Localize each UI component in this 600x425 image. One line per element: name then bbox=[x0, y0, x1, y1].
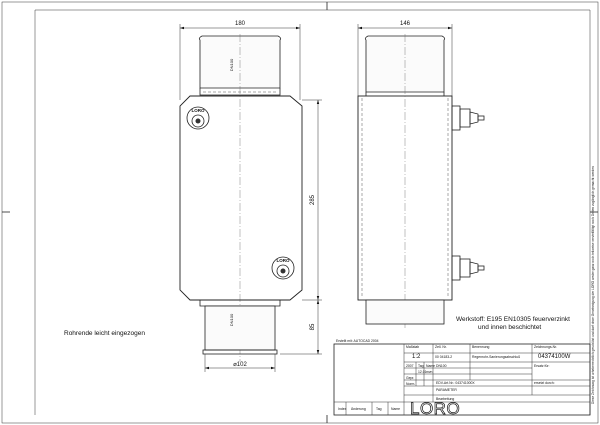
bottom-spigot-label: DN100 bbox=[229, 313, 234, 326]
aenderung-label: Änderung bbox=[351, 407, 366, 411]
zeichnung-value: 04374100W bbox=[538, 354, 571, 360]
dim-width-front: 180 bbox=[235, 21, 246, 27]
row-year: 2007 bbox=[406, 364, 414, 368]
row-gepr: Gepr. bbox=[406, 376, 414, 380]
zeichnr-value: 00 04183-2 bbox=[435, 355, 452, 359]
benennung-label: Benennung bbox=[472, 345, 489, 349]
index-label: Index bbox=[338, 407, 347, 411]
dim-height-body: 285 bbox=[310, 194, 316, 205]
note-material-1: Werkstoff: E195 EN10305 feuerverzinkt bbox=[456, 316, 570, 323]
zeichnr-label: Zell. Nr. bbox=[435, 345, 447, 349]
dn-value: DN100 bbox=[436, 364, 447, 368]
created-with: Erstellt mit: AUTOCAD 2004 bbox=[336, 339, 379, 343]
artnr-line: EDV-Art.Nr.: 043741000X bbox=[436, 381, 475, 385]
front-body bbox=[179, 95, 303, 301]
copyright-note: Diese Zeichnung ist urheberrechtlich ges… bbox=[591, 166, 595, 404]
name-label: Name bbox=[391, 407, 400, 411]
ersatz-label: Ersatz für: bbox=[534, 364, 550, 368]
bottom-spigot bbox=[204, 305, 276, 351]
note-material-2: und innen beschichtet bbox=[478, 324, 541, 331]
row-date: 12.01 bbox=[418, 370, 427, 374]
side-bottom-spigot bbox=[365, 299, 445, 325]
tag-label: Tag bbox=[376, 407, 382, 411]
note-pipe-end: Rohrende leicht eingezogen bbox=[64, 330, 145, 337]
ersatz-value: ersetzt durch: bbox=[534, 381, 555, 385]
row-name: Name bbox=[426, 364, 435, 368]
title-block: Erstellt mit: AUTOCAD 2004 Index Änderun… bbox=[333, 339, 591, 418]
massstab-label: Maßstab bbox=[406, 345, 419, 349]
dim-diameter-bottom: ⌀102 bbox=[233, 362, 247, 368]
row-name-value: mvn bbox=[426, 370, 433, 374]
bearbeitung: Bearbeitung bbox=[436, 397, 454, 401]
benennung-value: Regenrohr-Sanierungsabschluß bbox=[472, 355, 520, 359]
logo-badge-top bbox=[186, 106, 210, 130]
row-tag: Tag bbox=[418, 364, 424, 368]
logo-badge-bottom-text: LORO bbox=[277, 258, 290, 263]
side-knob-bottom bbox=[451, 255, 485, 281]
side-knob-top bbox=[451, 105, 485, 131]
title-block-logo: LORO bbox=[410, 399, 460, 418]
row-norm: Norm. bbox=[406, 382, 415, 386]
dim-height-spigot: 85 bbox=[310, 323, 316, 330]
front-view: 180 DN100 LORO LORO 285 DN100 bbox=[179, 21, 322, 372]
logo-badge-top-text: LORO bbox=[192, 108, 205, 113]
dim-width-side: 146 bbox=[400, 21, 411, 27]
logo-badge-bottom bbox=[271, 256, 295, 280]
zeichnung-label: Zeichnungs-Nr. bbox=[534, 345, 557, 349]
top-spigot-label: DN100 bbox=[229, 58, 234, 71]
side-view: 146 bbox=[357, 21, 485, 330]
massstab-value: 1:2 bbox=[412, 354, 421, 360]
parameter-line: PARAMETER bbox=[436, 388, 457, 392]
